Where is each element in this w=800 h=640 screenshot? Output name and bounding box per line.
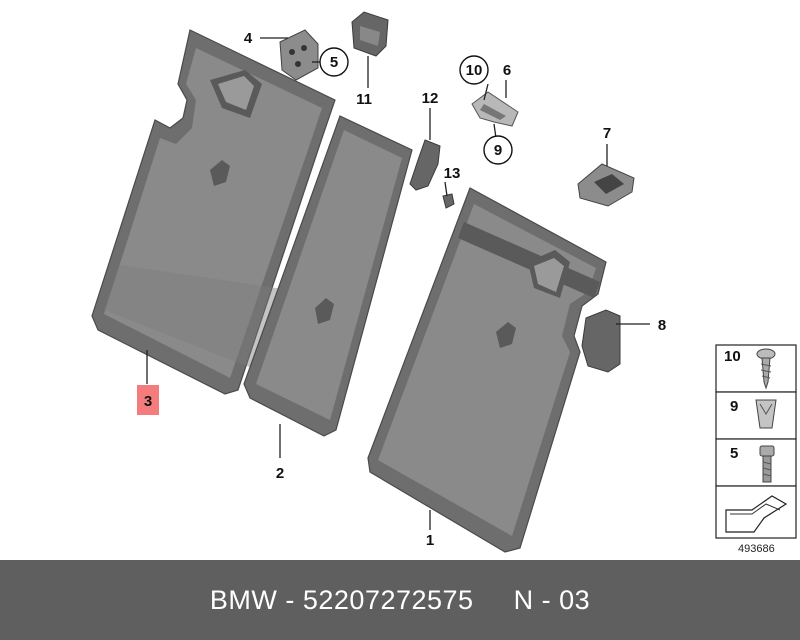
legend-cell-5 [715,438,797,487]
callout-5: 5 [330,54,338,71]
callout-1: 1 [426,532,434,549]
legend-label-9: 9 [730,398,738,415]
part-7-handle [577,163,635,207]
legend-cell-9 [715,391,797,440]
variant-code: N - 03 [513,584,591,615]
part-13-clip [442,193,455,209]
callout-7: 7 [603,125,611,142]
callout-6: 6 [503,62,511,79]
part-6-bracket [471,91,519,127]
callout-4: 4 [244,30,253,47]
legend-cell-10 [715,344,797,393]
callout-5-ring [319,47,349,77]
clip-nut-icon [755,399,777,429]
bolt-icon [759,445,775,483]
callout-9-ring [483,135,513,165]
part-info-bar: BMW - 52207272575 N - 03 [0,560,800,640]
legend-label-5: 5 [730,445,738,462]
orientation-arrow-icon [725,495,788,533]
separator: - [277,584,303,615]
callout-10: 10 [466,62,483,79]
screw-icon [756,348,776,390]
leader-lines [146,37,650,530]
legend-label-10: 10 [724,348,741,365]
callout-9: 9 [494,142,502,159]
part-12-side-trim [409,139,441,191]
part-number: 52207272575 [302,584,474,615]
callout-10-ring [459,55,489,85]
callout-12: 12 [422,90,439,107]
callout-11: 11 [356,91,372,108]
part-3-left-panel [91,29,336,395]
part-1-right-panel [367,187,607,553]
callout-3: 3 [144,393,152,410]
diagram-id: 493686 [738,543,775,555]
callout-2: 2 [276,465,284,482]
parts-diagram: 4 5 11 12 13 10 6 9 7 8 3 2 1 10 9 5 [91,11,797,555]
part-11-latch-cover [351,11,389,57]
part-4-hinge-bracket [279,29,319,81]
part-8-side-cover [581,309,621,373]
callout-8: 8 [658,317,666,334]
brand-name: BMW [209,584,278,615]
part-3-highlight [137,385,159,415]
fastener-legend: 10 9 5 493686 [715,344,797,555]
part-2-middle-panel [243,115,413,437]
callout-13: 13 [444,165,461,182]
spacer [474,585,514,616]
